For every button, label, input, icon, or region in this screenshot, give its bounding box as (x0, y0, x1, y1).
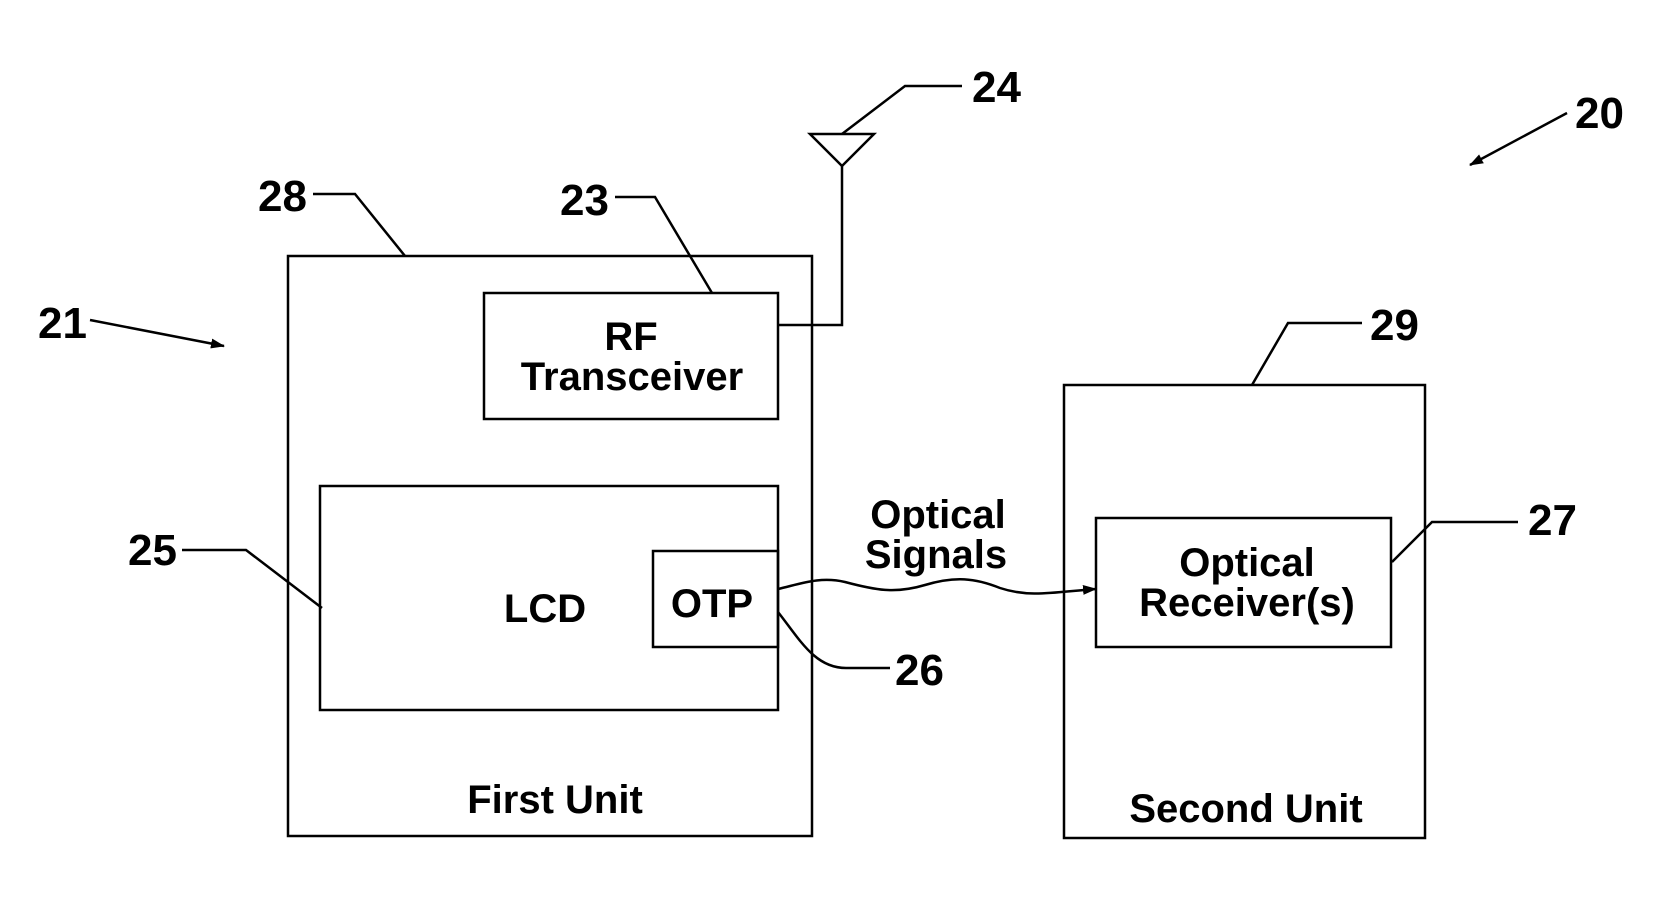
ref-29-leader (1252, 323, 1362, 385)
ref-26-label: 26 (895, 646, 944, 695)
ref-20-arrow (1470, 113, 1567, 165)
rf-transceiver-label-line2: Transceiver (521, 355, 743, 399)
second-unit-label: Second Unit (1129, 787, 1362, 831)
first-unit-label: First Unit (467, 778, 643, 822)
ref-23-leader (615, 197, 712, 293)
optical-receiver-label-line1: Optical (1179, 541, 1315, 585)
antenna-feed-line (778, 165, 842, 325)
ref-27-leader (1392, 522, 1518, 562)
ref-21-arrow (90, 320, 224, 346)
optical-signals-label-line2: Signals (865, 533, 1007, 577)
first-unit-box (288, 256, 812, 836)
optical-receiver-label-line2: Receiver(s) (1139, 581, 1355, 625)
ref-25-leader (182, 550, 322, 608)
ref-21-label: 21 (38, 299, 87, 348)
rf-transceiver-label-line1: RF (604, 315, 657, 359)
lcd-label: LCD (504, 587, 586, 631)
optical-signals-arrow (778, 579, 1096, 593)
ref-26-leader (778, 612, 890, 668)
ref-27-label: 27 (1528, 496, 1577, 545)
ref-23-label: 23 (560, 176, 609, 225)
ref-25-label: 25 (128, 526, 177, 575)
ref-28-label: 28 (258, 172, 307, 221)
ref-28-leader (313, 194, 405, 256)
ref-20-label: 20 (1575, 89, 1624, 138)
antenna-icon (810, 134, 874, 166)
ref-24-leader (842, 86, 962, 134)
ref-29-label: 29 (1370, 301, 1419, 350)
otp-label: OTP (671, 582, 753, 626)
ref-24-label: 24 (972, 63, 1021, 112)
optical-signals-label-line1: Optical (870, 493, 1006, 537)
